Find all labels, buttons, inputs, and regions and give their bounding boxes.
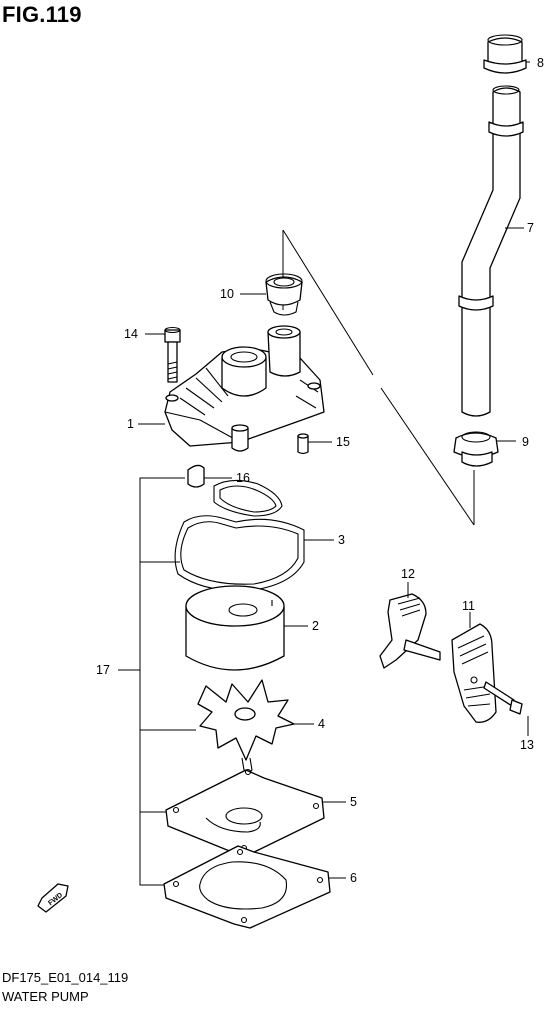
figure-code: DF175_E01_014_119 [2, 970, 129, 985]
part-2-impeller-housing [185, 585, 285, 671]
callout-3: 3 [338, 533, 345, 547]
part-4-impeller [197, 679, 295, 773]
callout-12: 12 [401, 567, 415, 581]
part-1-pump-case [164, 325, 325, 452]
callouts: 8 7 9 10 14 1 15 16 3 2 17 4 5 6 12 11 1… [96, 56, 544, 885]
callout-16: 16 [236, 471, 250, 485]
part-5-plate [165, 768, 325, 857]
callout-1: 1 [127, 417, 134, 431]
part-10-grommet [265, 273, 303, 316]
callout-14: 14 [124, 327, 138, 341]
part-14-bolt [164, 326, 181, 383]
figure-title: FIG.119 [2, 2, 82, 27]
part-6-gasket [163, 845, 331, 929]
callout-11: 11 [462, 599, 475, 613]
callout-5: 5 [350, 795, 357, 809]
callout-10: 10 [220, 287, 234, 301]
assembly-bracket-17 [118, 477, 196, 886]
part-15-pin [297, 433, 309, 455]
fwd-arrow-icon: FWD [37, 883, 69, 913]
callout-13: 13 [520, 738, 534, 752]
callout-7: 7 [527, 221, 534, 235]
callout-4: 4 [318, 717, 325, 731]
callout-2: 2 [312, 619, 319, 633]
callout-15: 15 [336, 435, 350, 449]
part-16-key [187, 464, 205, 488]
callout-6: 6 [350, 871, 357, 885]
callout-8: 8 [537, 56, 544, 70]
part-13-screw [483, 681, 523, 715]
callout-17: 17 [96, 663, 110, 677]
part-9-grommet [453, 431, 499, 467]
part-3-seal-ring [174, 479, 305, 592]
part-7-hose [458, 85, 524, 417]
figure-name: WATER PUMP [2, 989, 89, 1004]
part-8-grommet [483, 34, 527, 74]
callout-9: 9 [522, 435, 529, 449]
part-11-grid-cover [451, 623, 497, 723]
part-12-lever [379, 593, 441, 669]
